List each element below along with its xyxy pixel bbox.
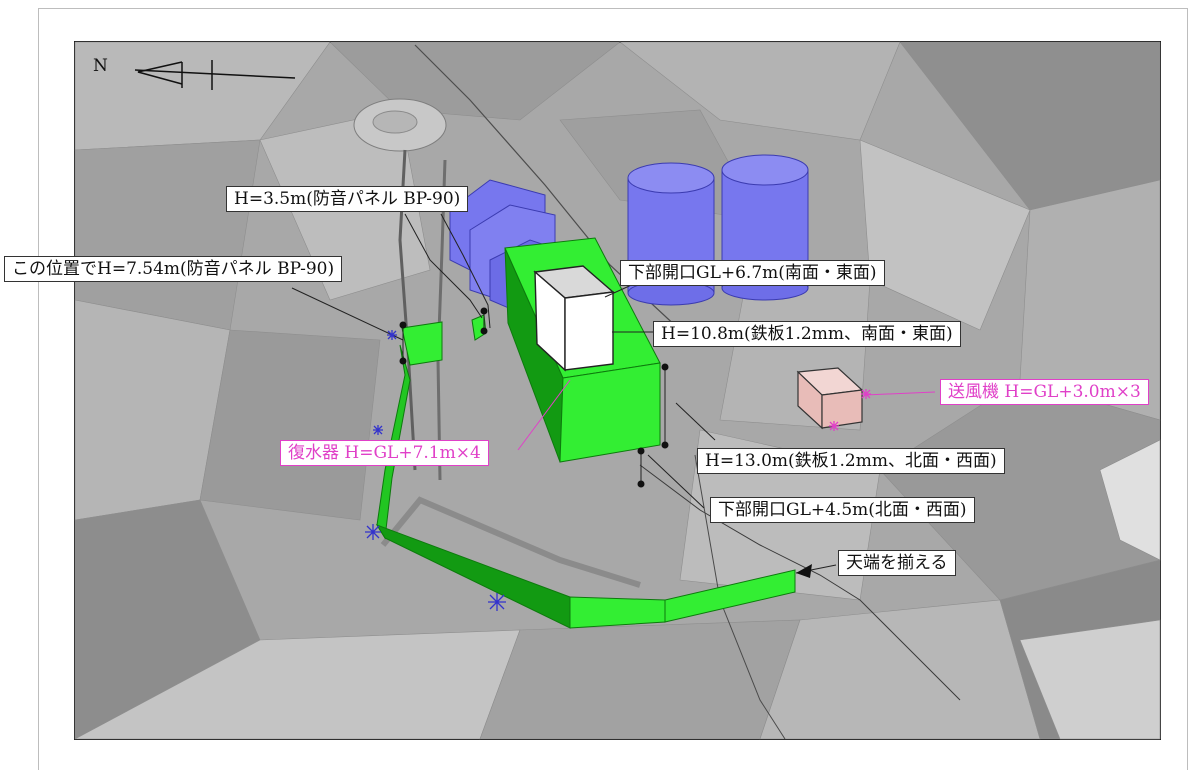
north-arrow	[134, 60, 296, 90]
receptor-markers	[365, 330, 506, 611]
blower-markers	[829, 389, 871, 431]
road-line	[639, 464, 961, 701]
figure-frame	[38, 8, 1188, 770]
label-h-10-8m: H=10.8m(鉄板1.2mm、南面・東面)	[653, 321, 961, 347]
arrowhead	[796, 564, 812, 578]
label-opening-south-east: 下部開口GL+6.7m(南面・東面)	[620, 260, 885, 286]
label-bp-7-54m: この位置でH=7.54m(防音パネル BP-90)	[4, 256, 343, 282]
label-condenser: 復水器 H=GL+7.1m×4	[280, 440, 489, 466]
slope-band	[380, 496, 641, 588]
marker-dots	[399, 307, 669, 488]
north-label: N	[93, 56, 108, 76]
magenta-leaders	[517, 379, 936, 451]
label-h-13-0m: H=13.0m(鉄板1.2mm、北面・西面)	[697, 448, 1005, 474]
label-opening-north-west: 下部開口GL+4.5m(北面・西面)	[710, 497, 975, 523]
label-bp-3-5m: H=3.5m(防音パネル BP-90)	[226, 186, 469, 212]
white-structure	[533, 265, 615, 372]
road-line	[694, 454, 786, 740]
label-blower: 送風機 H=GL+3.0m×3	[940, 379, 1149, 405]
circular-pad-inner	[372, 110, 418, 134]
label-align-top: 天端を揃える	[838, 550, 956, 576]
